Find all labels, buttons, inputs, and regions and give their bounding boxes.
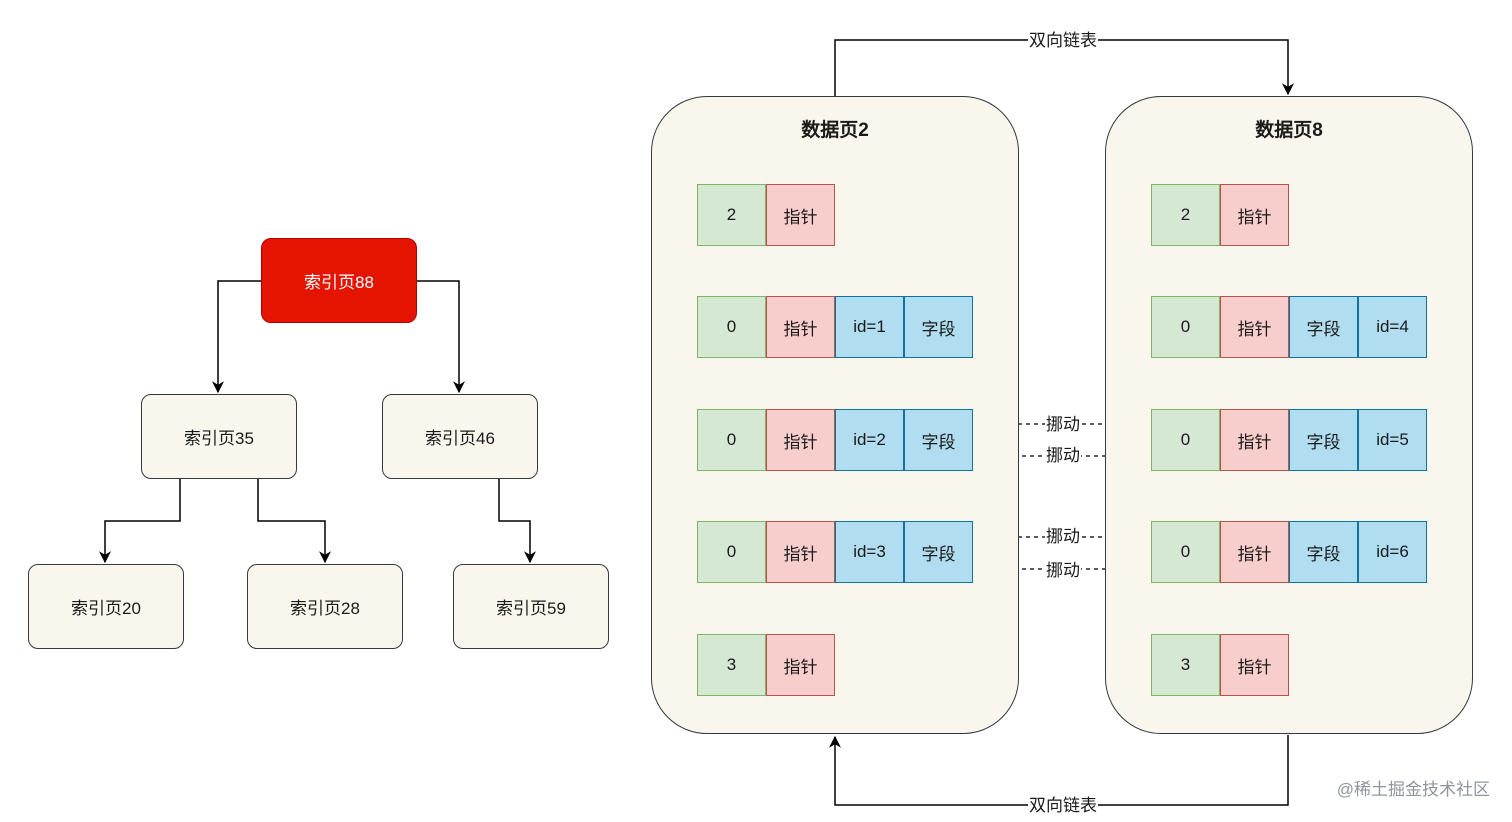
record-cell-field[interactable]: id=4 — [1358, 296, 1427, 358]
record-cell-field[interactable]: 字段 — [1289, 409, 1358, 471]
record-cell-pointer[interactable]: 指针 — [1220, 296, 1289, 358]
record-cell-count[interactable]: 0 — [1151, 296, 1220, 358]
record-cell-field[interactable]: 字段 — [1289, 296, 1358, 358]
data-page-title: 数据页2 — [801, 120, 869, 141]
record-cell-field[interactable]: 字段 — [1289, 521, 1358, 583]
record-cell-count[interactable]: 2 — [697, 184, 766, 246]
record-cell-pointer[interactable]: 指针 — [766, 521, 835, 583]
record-cell-count[interactable]: 3 — [697, 634, 766, 696]
data-page-title: 数据页8 — [1255, 120, 1323, 141]
edge-root-to-46 — [416, 280, 465, 394]
record-cell-count[interactable]: 3 — [1151, 634, 1220, 696]
record-cell-count[interactable]: 2 — [1151, 184, 1220, 246]
record-cell-pointer[interactable]: 指针 — [766, 409, 835, 471]
record-cell-field[interactable]: id=1 — [835, 296, 904, 358]
move-label: 挪动 — [1045, 446, 1081, 466]
linked-list-label-bottom: 双向链表 — [1028, 796, 1098, 816]
watermark: @稀土掘金技术社区 — [1336, 780, 1490, 799]
edge-35-to-28 — [257, 479, 331, 564]
link-bottom — [829, 735, 1289, 806]
record-cell-field[interactable]: id=3 — [835, 521, 904, 583]
index-node-46[interactable]: 索引页46 — [382, 394, 538, 479]
record-cell-pointer[interactable]: 指针 — [1220, 409, 1289, 471]
record-cell-count[interactable]: 0 — [697, 521, 766, 583]
record-cell-pointer[interactable]: 指针 — [1220, 521, 1289, 583]
linked-list-label-top: 双向链表 — [1028, 31, 1098, 51]
edge-35-to-20 — [99, 479, 181, 564]
record-cell-pointer[interactable]: 指针 — [766, 296, 835, 358]
index-node-20[interactable]: 索引页20 — [28, 564, 184, 649]
record-cell-count[interactable]: 0 — [697, 409, 766, 471]
index-node-28[interactable]: 索引页28 — [247, 564, 403, 649]
edge-root-to-35 — [212, 280, 261, 394]
record-cell-field[interactable]: 字段 — [904, 296, 973, 358]
record-cell-count[interactable]: 0 — [1151, 521, 1220, 583]
edge-46-to-59 — [498, 479, 536, 564]
move-label: 挪动 — [1045, 527, 1081, 547]
record-cell-count[interactable]: 0 — [697, 296, 766, 358]
index-node-root[interactable]: 索引页88 — [261, 238, 417, 323]
record-cell-field[interactable]: 字段 — [904, 409, 973, 471]
record-cell-field[interactable]: 字段 — [904, 521, 973, 583]
record-cell-pointer[interactable]: 指针 — [766, 634, 835, 696]
record-cell-pointer[interactable]: 指针 — [1220, 184, 1289, 246]
move-label: 挪动 — [1045, 415, 1081, 435]
record-cell-field[interactable]: id=6 — [1358, 521, 1427, 583]
index-node-59[interactable]: 索引页59 — [453, 564, 609, 649]
record-cell-count[interactable]: 0 — [1151, 409, 1220, 471]
move-label: 挪动 — [1045, 561, 1081, 581]
record-cell-field[interactable]: id=5 — [1358, 409, 1427, 471]
index-node-35[interactable]: 索引页35 — [141, 394, 297, 479]
record-cell-field[interactable]: id=2 — [835, 409, 904, 471]
record-cell-pointer[interactable]: 指针 — [766, 184, 835, 246]
record-cell-pointer[interactable]: 指针 — [1220, 634, 1289, 696]
